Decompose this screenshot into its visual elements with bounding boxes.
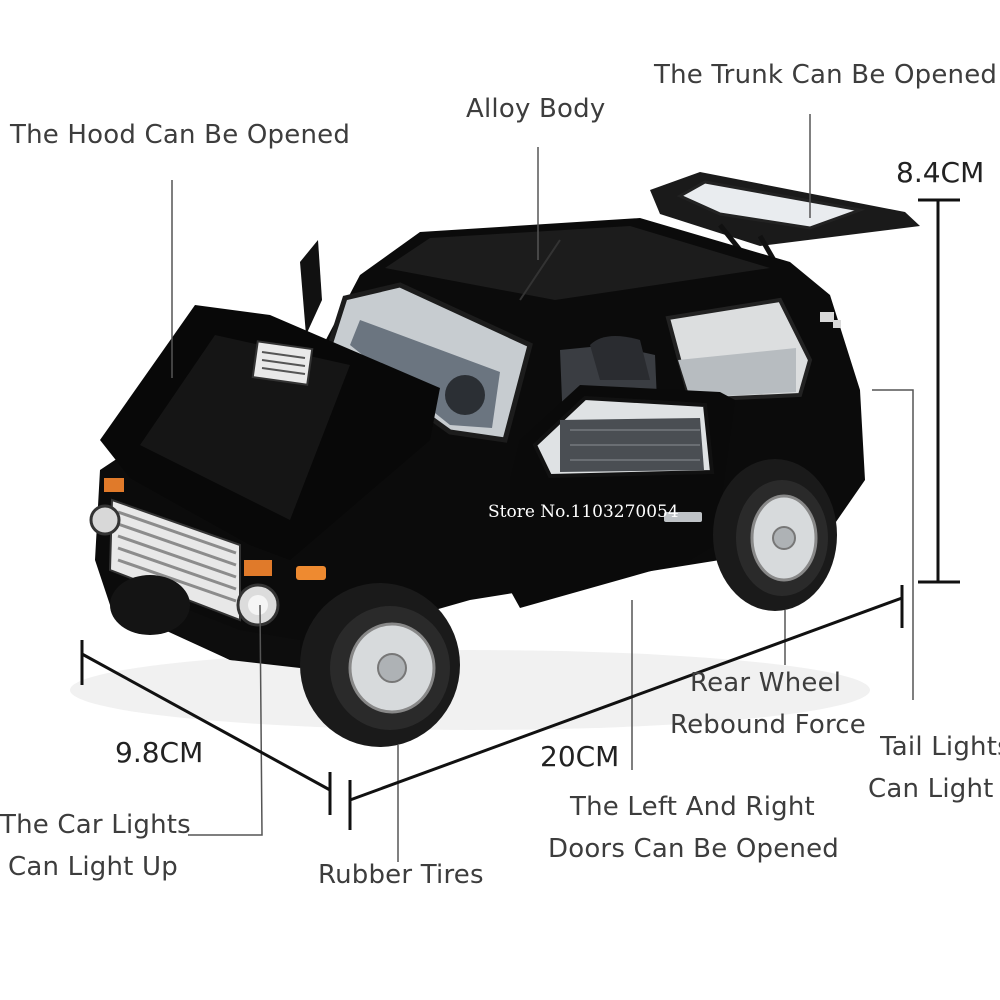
opened-hood	[100, 240, 440, 560]
tail-lights-label-line2: Can Light up	[868, 774, 1000, 804]
alloy-body-label: Alloy Body	[466, 94, 606, 124]
trunk-label: The Trunk Can Be Opened	[654, 60, 998, 90]
car-lights-label-line2: Can Light Up	[8, 852, 178, 882]
tail-lights-label-line1: Tail Lights	[880, 732, 1000, 762]
store-watermark: Store No.1103270054	[488, 502, 679, 522]
front-left-wheel	[110, 575, 190, 635]
rubber-tires-label: Rubber Tires	[318, 860, 484, 890]
rear-wheel-label-line2: Rebound Force	[670, 710, 866, 740]
dimension-lines	[80, 198, 960, 830]
doors-label-line1: The Left And Right	[570, 792, 815, 822]
rear-wheel	[713, 459, 837, 611]
front-grille	[108, 498, 241, 622]
height-dimension: 8.4CM	[896, 156, 985, 189]
door-handle	[664, 512, 702, 522]
roof	[385, 226, 770, 300]
ground-shadow	[70, 650, 870, 730]
width-dimension: 9.8CM	[115, 736, 204, 769]
front-wheel	[300, 583, 460, 747]
toy-car-model	[89, 172, 920, 747]
car-lights-label-line1: The Car Lights	[0, 810, 191, 840]
doors-label-line2: Doors Can Be Opened	[548, 834, 840, 864]
turn-signal-right	[244, 560, 272, 576]
opened-door	[510, 385, 735, 608]
length-dimension: 20CM	[540, 740, 620, 773]
tail-light	[820, 312, 834, 322]
headlight-left	[89, 504, 121, 536]
opened-trunk-hatch	[650, 172, 920, 264]
hood-label: The Hood Can Be Opened	[10, 120, 351, 150]
leader-lines	[171, 114, 914, 862]
rear-wheel-label-line1: Rear Wheel	[690, 668, 842, 698]
turn-signal-left	[104, 478, 124, 492]
